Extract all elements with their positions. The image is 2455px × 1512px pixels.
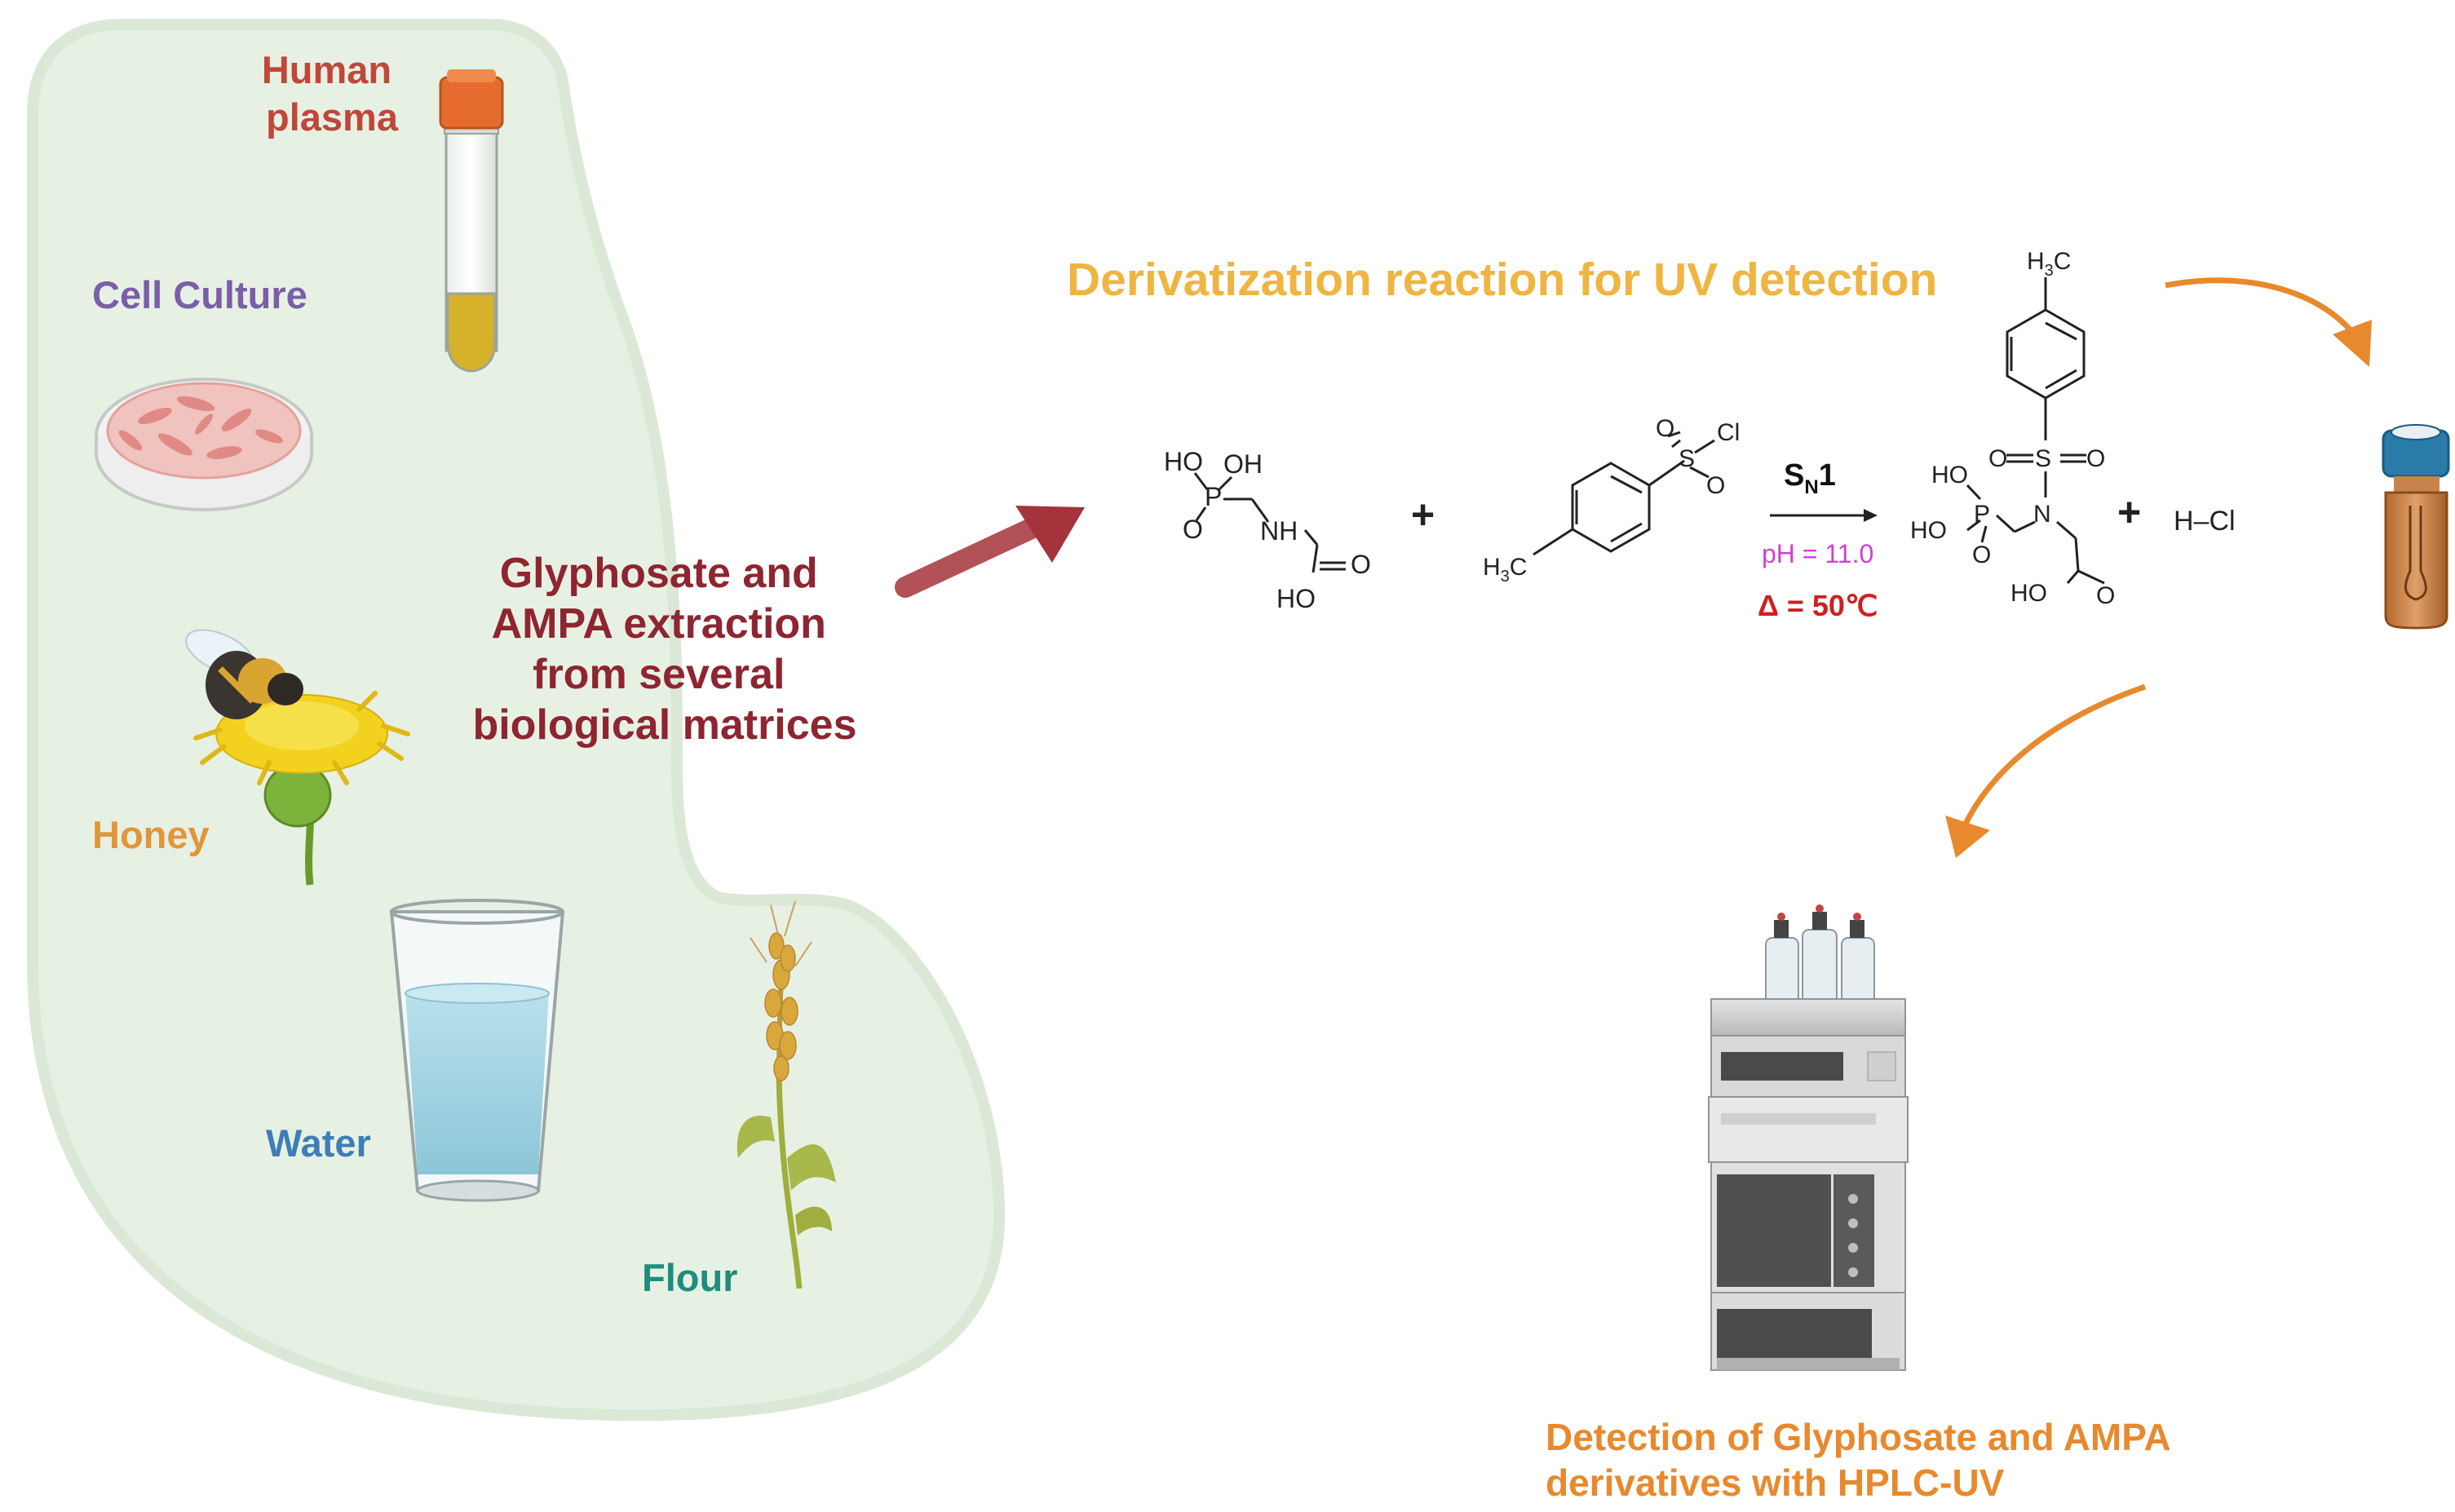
honey-label: Honey — [92, 813, 210, 856]
mechanism-label: SN1 — [1784, 458, 1836, 498]
glyphosate-nh: NH — [1260, 516, 1298, 546]
reaction-title: Derivatization reaction for UV detection — [1067, 254, 1937, 306]
wheat-icon — [736, 900, 836, 1289]
plus-sign-1: + — [1411, 492, 1435, 537]
human-plasma-label: Human plasma — [262, 48, 402, 139]
glyphosate-p: P — [1205, 482, 1222, 511]
tosyl-cl: Cl — [1717, 419, 1740, 446]
petri-dish-icon — [95, 378, 313, 511]
cell-culture-label: Cell Culture — [92, 273, 307, 316]
test-tube-icon — [439, 69, 504, 373]
product-s: S — [2035, 445, 2051, 472]
water-label: Water — [266, 1121, 371, 1165]
hcl-label: H–Cl — [2174, 506, 2236, 537]
extraction-label: Glyphosate and AMPA extraction from seve… — [472, 550, 856, 749]
temperature-condition: Δ = 50℃ — [1758, 589, 1878, 622]
product-ho3: HO — [2010, 580, 2047, 607]
tosyl-s: S — [1679, 445, 1695, 472]
water-glass-icon — [389, 899, 565, 1202]
to-vial-arrow-icon — [2165, 277, 2372, 367]
detection-label: Detection of Glyphosate and AMPA derivat… — [1546, 1416, 2180, 1504]
product-o4: O — [2096, 582, 2115, 609]
glyphosate-o: O — [1183, 515, 1203, 544]
product-o2: O — [2086, 445, 2105, 472]
tosyl-o1: O — [1656, 415, 1674, 442]
derivative-product-structure — [1966, 277, 2105, 585]
tosyl-chloride-structure — [1533, 431, 1715, 556]
product-ho2: HO — [1910, 517, 1947, 544]
glyphosate-ho2: HO — [1276, 584, 1316, 613]
glyphosate-ho: HO — [1164, 447, 1203, 476]
product-ch3: H3C — [2027, 248, 2071, 280]
ph-condition: pH = 11.0 — [1762, 539, 1873, 568]
product-o3: O — [1972, 542, 1991, 568]
flour-label: Flour — [642, 1256, 737, 1299]
to-hplc-arrow-icon — [1945, 683, 2147, 858]
plus-sign-2: + — [2117, 489, 2141, 535]
glyphosate-oh: OH — [1223, 449, 1263, 479]
tosyl-ch3: H3C — [1483, 554, 1527, 586]
glyphosate-structure — [1193, 472, 1346, 573]
product-o1: O — [1988, 445, 2007, 472]
bee-on-flower-icon — [185, 629, 410, 886]
product-p: P — [1974, 501, 1990, 528]
sample-matrices-region — [27, 19, 1006, 1421]
extraction-arrow-icon — [895, 506, 1085, 598]
reaction-arrow-icon — [1770, 509, 1878, 522]
product-ho1: HO — [1931, 462, 1968, 489]
product-n: N — [2033, 501, 2051, 528]
hplc-instrument-icon — [1708, 904, 1909, 1371]
sample-vial-icon — [2382, 424, 2450, 630]
tosyl-o2: O — [1706, 472, 1725, 499]
glyphosate-o2: O — [1351, 550, 1371, 579]
